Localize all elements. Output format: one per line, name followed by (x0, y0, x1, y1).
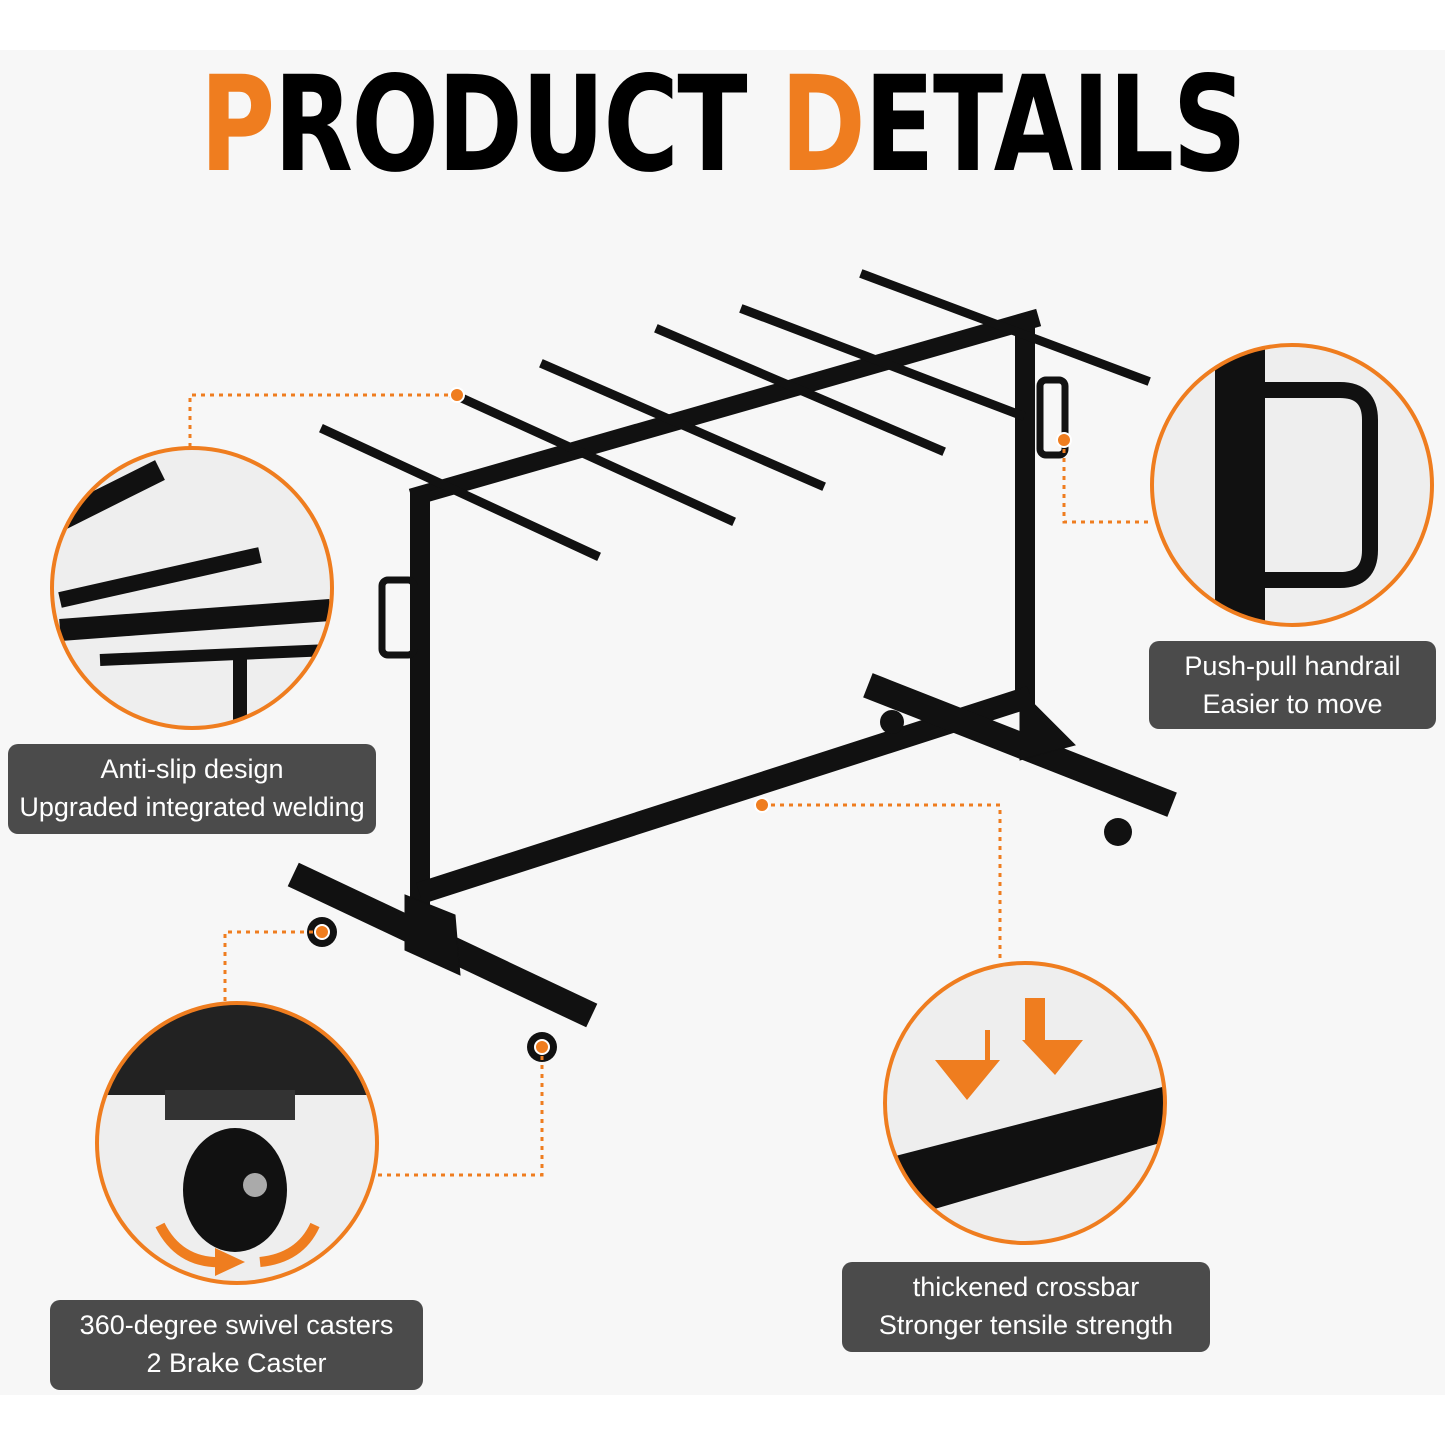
callout-handrail: Push-pull handrail Easier to move (1149, 641, 1436, 729)
callout-line1: thickened crossbar (912, 1272, 1140, 1302)
crossbar-closeup (883, 961, 1167, 1245)
title-accent-d: D (780, 48, 865, 202)
title-accent-p: P (199, 48, 275, 202)
rack-arms-closeup (50, 446, 334, 730)
title-word-product: RODUCT (273, 48, 781, 202)
handle-closeup (1150, 343, 1434, 627)
callout-line1: 360-degree swivel casters (79, 1310, 394, 1340)
callout-line1: Anti-slip design (100, 754, 284, 784)
caster-closeup (95, 1001, 379, 1285)
callout-line2: Upgraded integrated welding (19, 792, 365, 822)
callout-line2: Stronger tensile strength (878, 1310, 1174, 1340)
title-word-details: ETAILS (864, 48, 1247, 202)
chair-rack-frame (287, 269, 1177, 1028)
leader-lines (188, 393, 1152, 1177)
callout-casters: 360-degree swivel casters 2 Brake Caster (50, 1300, 423, 1390)
page-title: PRODUCT DETAILS (159, 50, 1286, 200)
callout-crossbar: thickened crossbar Stronger tensile stre… (842, 1262, 1210, 1352)
callout-anti-slip: Anti-slip design Upgraded integrated wel… (8, 744, 376, 834)
leader-dots (314, 387, 1072, 1055)
callout-line1: Push-pull handrail (1184, 651, 1401, 681)
callout-line2: 2 Brake Caster (146, 1348, 327, 1378)
callout-line2: Easier to move (1202, 689, 1383, 719)
